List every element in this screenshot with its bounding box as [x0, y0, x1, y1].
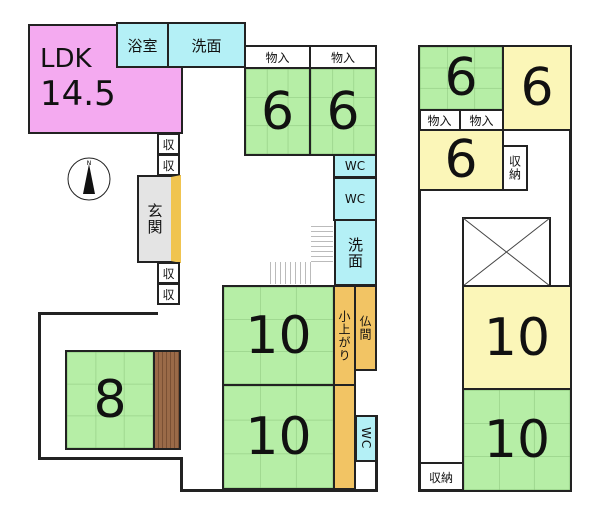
room-tatami-10b: 10 — [222, 384, 335, 490]
room-koagari: 小上がり — [333, 285, 356, 386]
storage-label: 収納 — [507, 155, 522, 181]
koagari-label: 小上がり — [337, 309, 351, 362]
closet-c: 物入 — [418, 109, 461, 131]
room-tatami-6a: 6 — [244, 67, 311, 156]
storage-4: 収 — [157, 283, 180, 305]
stairs — [266, 262, 311, 284]
room-western-6d: 6 — [502, 45, 572, 131]
washroom-label: 洗面 — [191, 36, 222, 55]
room-tatami-8: 8 — [65, 350, 155, 450]
north-compass-icon: N — [67, 157, 111, 201]
room-size: 6 — [444, 130, 478, 190]
storage-5: 収納 — [502, 145, 528, 191]
room-size: 6 — [326, 81, 360, 142]
room-western-10c: 10 — [462, 285, 572, 390]
closet-b: 物入 — [309, 45, 377, 69]
storage-label: 収 — [162, 137, 175, 152]
entrance-label: 玄関 — [145, 203, 164, 235]
room-size: 6 — [520, 58, 554, 118]
room-washroom: 洗面 — [167, 22, 246, 68]
storage-3: 収 — [157, 262, 180, 284]
ldk-label: LDK — [40, 44, 92, 74]
storage-label: 収 — [162, 287, 175, 302]
compass-label: N — [87, 160, 92, 167]
wall — [418, 45, 421, 492]
room-wc-3: WC — [355, 415, 377, 462]
room-size: 6 — [260, 81, 295, 142]
closet-label: 物入 — [469, 113, 494, 128]
room-wc-1: WC — [333, 154, 377, 178]
stairs — [311, 222, 333, 264]
wall — [38, 457, 182, 460]
room-size: 10 — [483, 410, 551, 470]
room-tatami-10d: 10 — [462, 388, 572, 492]
closet-a: 物入 — [244, 45, 311, 69]
wc-label: WC — [344, 192, 366, 206]
room-tatami-6c: 6 — [418, 45, 504, 111]
wall — [38, 312, 41, 460]
wall — [180, 457, 183, 492]
wc-label: WC — [359, 427, 373, 450]
storage-label: 収納 — [428, 470, 453, 485]
room-washroom-2: 洗面 — [334, 219, 377, 286]
room-western-6e: 6 — [418, 129, 504, 191]
wall — [375, 415, 378, 492]
room-butsuma: 仏間 — [354, 285, 377, 371]
closet-label: 物入 — [330, 50, 355, 65]
room-size: 10 — [245, 305, 312, 366]
closet-d: 物入 — [459, 109, 504, 131]
koagari-extension — [333, 384, 356, 490]
room-wc-2: WC — [333, 177, 377, 221]
room-size: 10 — [245, 407, 312, 467]
wc-label: WC — [344, 159, 366, 173]
tokonoma — [153, 350, 181, 450]
room-entrance: 玄関 — [137, 175, 181, 263]
storage-2: 収 — [157, 154, 180, 176]
wall — [569, 45, 572, 492]
closet-label: 物入 — [265, 50, 290, 65]
stairwell-void — [462, 217, 551, 287]
room-tatami-6b: 6 — [309, 67, 377, 156]
wall — [38, 312, 158, 315]
storage-1: 収 — [157, 133, 180, 155]
closet-label: 物入 — [427, 113, 452, 128]
storage-6: 収納 — [418, 462, 464, 492]
butsuma-label: 仏間 — [358, 315, 372, 341]
room-size: 6 — [444, 48, 478, 108]
room-size: 8 — [93, 370, 127, 430]
ldk-size: 14.5 — [40, 74, 116, 114]
room-tatami-10a: 10 — [222, 285, 335, 386]
room-bath: 浴室 — [116, 22, 169, 68]
storage-label: 収 — [162, 266, 175, 281]
room-size: 10 — [483, 307, 551, 368]
bath-label: 浴室 — [127, 36, 158, 55]
storage-label: 収 — [162, 158, 175, 173]
washroom-label: 洗面 — [346, 236, 364, 269]
wall — [180, 489, 378, 492]
